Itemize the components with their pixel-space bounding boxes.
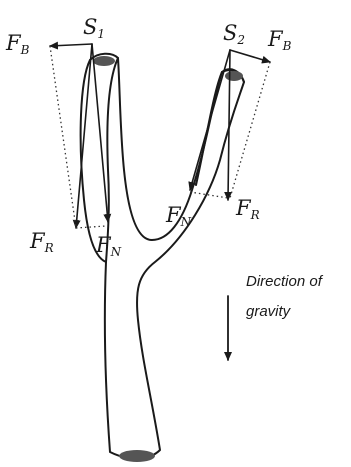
label-s2: S2 <box>223 21 245 47</box>
arrow-fn-left <box>92 44 108 222</box>
label-fb-right: FB <box>267 27 292 53</box>
cut-end-left <box>93 56 115 66</box>
arrow-fn-right <box>190 50 230 190</box>
dotted-left-2 <box>76 226 106 228</box>
arrow-fb-left <box>50 44 92 46</box>
label-s1: S1 <box>83 15 105 41</box>
arrow-fb-right <box>230 50 270 62</box>
label-fr-right: FR <box>235 196 260 222</box>
label-fb-left: FB <box>5 31 30 57</box>
gravity-label-line1: Direction of <box>246 273 324 290</box>
label-fn-left: FN <box>95 233 122 259</box>
tree-outline <box>105 58 244 459</box>
label-fr-left: FR <box>29 229 54 255</box>
cut-end-bottom <box>119 450 155 462</box>
dotted-right-2 <box>190 192 228 198</box>
label-fn-right: FN <box>165 203 192 229</box>
cut-end-right <box>225 71 243 81</box>
dotted-right-1 <box>230 62 270 198</box>
dotted-left-1 <box>50 46 76 228</box>
gravity-label-line2: gravity <box>246 303 292 320</box>
